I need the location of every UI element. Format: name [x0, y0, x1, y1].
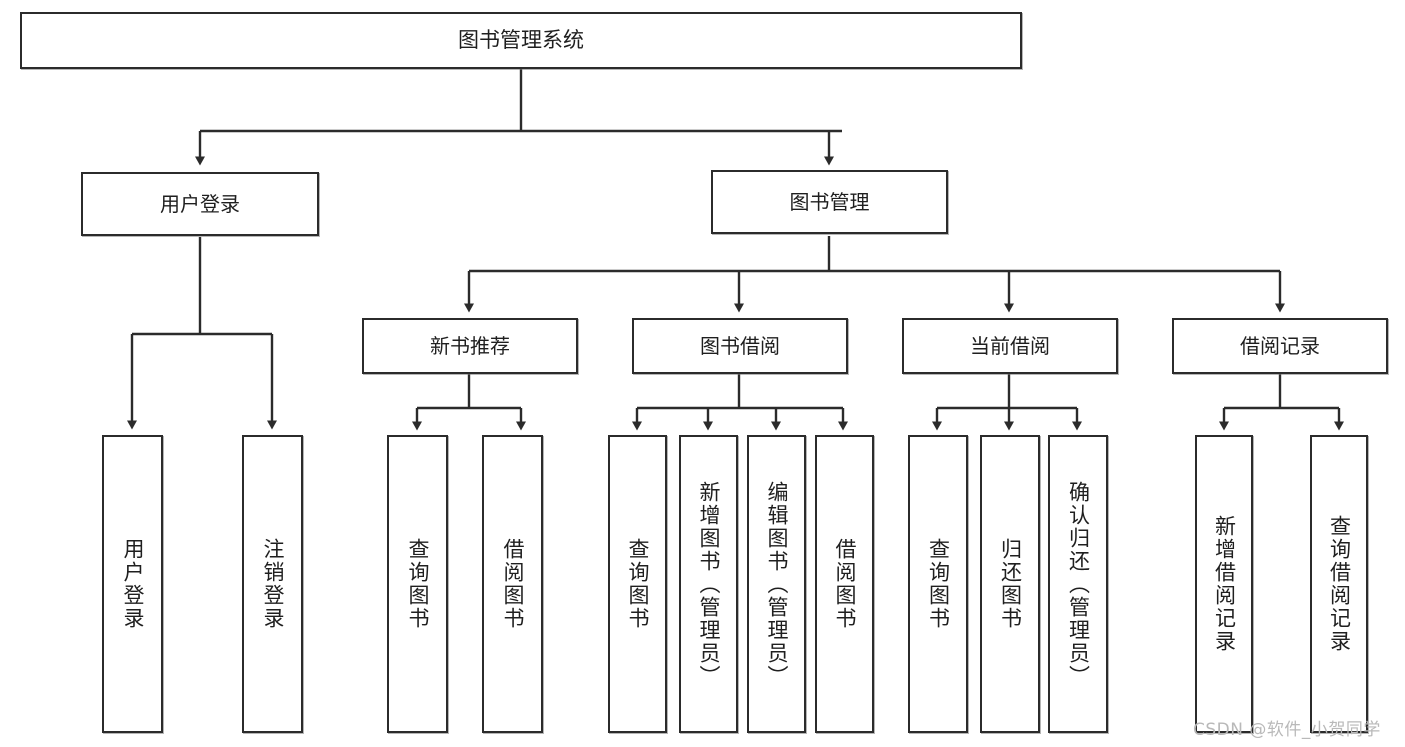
node-new-book-recommend-label: 新书推荐	[430, 333, 510, 358]
node-leaf-add-borrow-record-label: 新增借阅记录	[1212, 515, 1237, 653]
node-leaf-query-borrow-record-label: 查询借阅记录	[1327, 515, 1352, 653]
node-leaf-query-book-3[interactable]: 查询图书	[908, 435, 968, 733]
node-book-management[interactable]: 图书管理	[711, 170, 948, 234]
node-leaf-add-book-label: 新增图书（管理员）	[697, 480, 721, 688]
node-leaf-query-book-2[interactable]: 查询图书	[608, 435, 667, 733]
node-leaf-return-book-label: 归还图书	[998, 538, 1023, 630]
node-book-borrow[interactable]: 图书借阅	[632, 318, 848, 374]
node-leaf-confirm-return-label: 确认归还（管理员）	[1066, 480, 1091, 688]
node-leaf-logout-login[interactable]: 注销登录	[242, 435, 303, 733]
node-user-login-label: 用户登录	[160, 191, 240, 216]
node-leaf-confirm-return[interactable]: 确认归还（管理员）	[1048, 435, 1108, 733]
node-book-management-label: 图书管理	[789, 189, 870, 214]
node-leaf-query-borrow-record[interactable]: 查询借阅记录	[1310, 435, 1368, 733]
node-root-system[interactable]: 图书管理系统	[20, 12, 1022, 69]
node-root-label: 图书管理系统	[458, 28, 584, 53]
node-leaf-user-login[interactable]: 用户登录	[102, 435, 163, 733]
node-leaf-edit-book[interactable]: 编辑图书（管理员）	[747, 435, 806, 733]
node-leaf-edit-book-label: 编辑图书（管理员）	[765, 480, 789, 688]
node-current-borrow[interactable]: 当前借阅	[902, 318, 1118, 374]
csdn-watermark: CSDN @软件_小贺同学	[1193, 720, 1381, 740]
node-leaf-query-book-2-label: 查询图书	[626, 538, 650, 630]
node-leaf-query-book-1[interactable]: 查询图书	[387, 435, 448, 733]
node-leaf-add-book[interactable]: 新增图书（管理员）	[679, 435, 738, 733]
node-borrow-record[interactable]: 借阅记录	[1172, 318, 1388, 374]
node-leaf-borrow-book-1[interactable]: 借阅图书	[482, 435, 543, 733]
node-leaf-user-login-label: 用户登录	[121, 538, 145, 630]
node-leaf-query-book-3-label: 查询图书	[926, 538, 951, 630]
node-current-borrow-label: 当前借阅	[970, 333, 1050, 358]
node-borrow-record-label: 借阅记录	[1240, 333, 1320, 358]
node-leaf-return-book[interactable]: 归还图书	[980, 435, 1040, 733]
node-leaf-query-book-1-label: 查询图书	[406, 538, 430, 630]
node-leaf-borrow-book-2-label: 借阅图书	[833, 538, 857, 630]
node-new-book-recommend[interactable]: 新书推荐	[362, 318, 578, 374]
node-leaf-borrow-book-1-label: 借阅图书	[501, 538, 525, 630]
node-leaf-add-borrow-record[interactable]: 新增借阅记录	[1195, 435, 1253, 733]
node-leaf-borrow-book-2[interactable]: 借阅图书	[815, 435, 874, 733]
node-leaf-logout-login-label: 注销登录	[261, 538, 285, 630]
node-user-login[interactable]: 用户登录	[81, 172, 319, 236]
node-book-borrow-label: 图书借阅	[700, 333, 780, 358]
